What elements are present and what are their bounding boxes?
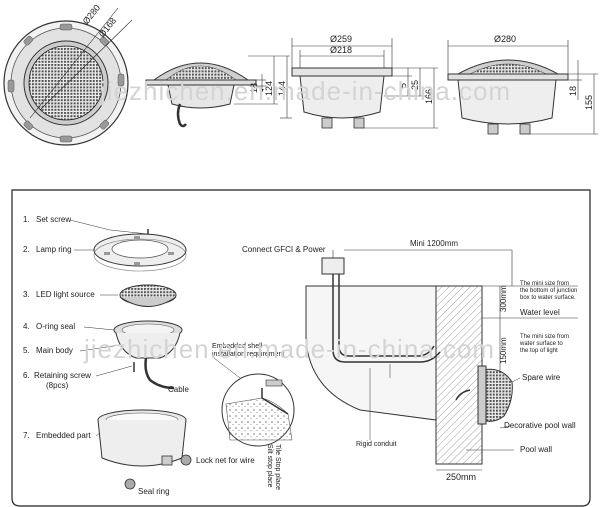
dim-h18-assembly: 18 xyxy=(568,86,578,96)
embedded-req-line1: Embedded shell xyxy=(212,343,263,350)
embedded-req-line2: installation requirement xyxy=(212,351,284,358)
part-3-label: LED light source xyxy=(36,290,95,299)
cable-label: Cable xyxy=(168,385,189,394)
tile-stop-label: Tile Stop place xyxy=(274,444,281,490)
pool-wall-label: Pool wall xyxy=(520,445,552,454)
part-7-label: Embedded part xyxy=(36,431,91,440)
mini-1200-label: Mini 1200mm xyxy=(410,239,458,248)
part-6-label: Retaining screw xyxy=(34,371,91,380)
dist-150-label: 150mm xyxy=(499,337,508,364)
lamp-side-view xyxy=(145,55,292,128)
part-5-label: Main body xyxy=(36,346,73,355)
pool-installation-diagram xyxy=(305,249,578,471)
seal-ring-label: Seal ring xyxy=(138,487,170,496)
dim-h155-assembly: 155 xyxy=(584,95,594,110)
silt-stop-label: Silt stop place xyxy=(266,444,273,488)
main-body-part xyxy=(113,320,183,390)
note-junction-line2: the bottom of junction xyxy=(520,288,577,294)
note-junction-line1: The mini size from xyxy=(520,281,569,287)
installation-detail-callout xyxy=(213,357,295,447)
dim-dia-218: Ø218 xyxy=(330,45,352,55)
assembly-side-view xyxy=(447,40,598,135)
dim-h18-side: 18 xyxy=(249,83,259,93)
lamp-ring-part xyxy=(93,233,187,272)
part-4-num: 4. xyxy=(23,322,30,331)
dist-250-label: 250mm xyxy=(446,472,476,482)
dim-h144-side: 144 xyxy=(277,81,287,96)
dim-h124-side: 124 xyxy=(264,81,274,96)
dim-dia-280-assembly: Ø280 xyxy=(494,34,516,44)
embedded-part-side-view xyxy=(291,38,438,129)
decorative-wall-label: Decorative pool wall xyxy=(504,421,576,430)
part-6-num: 6. xyxy=(23,371,30,380)
dim-h5: 5 xyxy=(398,83,408,88)
gfci-label: Connect GFCI & Power xyxy=(242,245,326,254)
part-4-label: O-ring seal xyxy=(36,322,75,331)
dist-300-label: 300mm xyxy=(499,285,508,312)
note-junction-line3: box to water surface. xyxy=(520,295,576,301)
note-light-line2: water surface to xyxy=(519,341,563,347)
part-2-num: 2. xyxy=(23,245,30,254)
dim-h166: 166 xyxy=(424,89,434,104)
dim-dia-280-top: Ø280 xyxy=(81,3,102,27)
part-7-num: 7. xyxy=(23,431,30,440)
part-3-num: 3. xyxy=(23,290,30,299)
embedded-part-component xyxy=(97,409,192,490)
watermark-bottom: jiezhichen.en.made-in-china.com xyxy=(83,334,495,364)
water-level-label: Water level xyxy=(520,308,560,317)
dim-dia-259: Ø259 xyxy=(330,34,352,44)
watermark-top: jiezhichen.en.made-in-china.com xyxy=(99,76,511,106)
part-5-num: 5. xyxy=(23,346,30,355)
lamp-top-view xyxy=(3,7,133,146)
spare-wire-label: Spare wire xyxy=(522,373,561,382)
part-1-num: 1. xyxy=(23,215,30,224)
dim-dia-168-top: Ø168 xyxy=(97,16,118,40)
note-light-line3: the top of light xyxy=(520,348,558,354)
led-light-source-part xyxy=(119,284,177,307)
part-6-qty: (8pcs) xyxy=(46,381,69,390)
exploded-view-frame xyxy=(11,189,591,507)
part-1-label: Set screw xyxy=(36,215,71,224)
rigid-conduit-label: Rigid conduit xyxy=(356,441,397,448)
part-2-label: Lamp ring xyxy=(36,245,72,254)
note-light-line1: The mini size from xyxy=(520,334,569,340)
dim-h25: 25 xyxy=(410,80,420,90)
lock-net-label: Lock net for wire xyxy=(196,456,255,465)
